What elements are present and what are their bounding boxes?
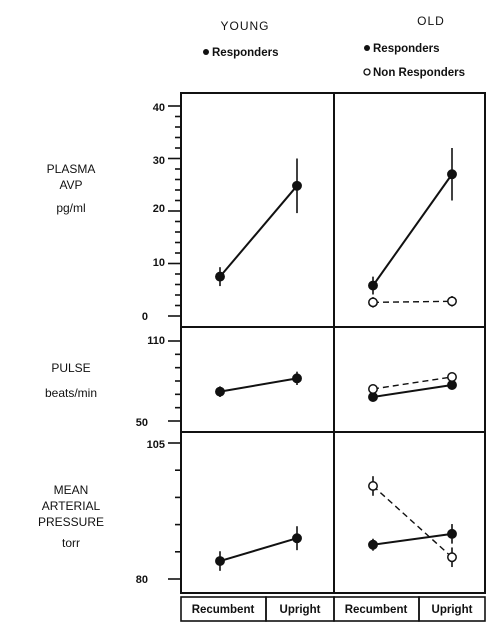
- column-header-old: OLD: [417, 14, 445, 28]
- tick-label: 50: [136, 417, 148, 429]
- plot-frame: [180, 92, 486, 594]
- data-point-open: [447, 372, 457, 382]
- ylabel-line: pg/ml: [56, 201, 85, 215]
- ylabel-line: torr: [62, 536, 80, 550]
- series-line-responders: [219, 185, 298, 278]
- data-point-open: [368, 297, 378, 308]
- tick-labels-avp: 0 10 20 30 40: [142, 102, 165, 323]
- legend-old: Responders Non Responders: [363, 43, 465, 79]
- tick-label: 10: [153, 257, 165, 269]
- series-line-non-responders: [372, 376, 453, 390]
- data-point-filled: [447, 528, 457, 539]
- data-point-filled: [215, 386, 225, 397]
- data-point-filled: [368, 280, 378, 291]
- data-point-filled: [292, 373, 302, 384]
- data-point-open: [368, 481, 378, 491]
- tick-label: 40: [153, 102, 165, 114]
- data-point-filled: [368, 392, 378, 402]
- legend-young: Responders: [203, 47, 278, 59]
- x-label-upright-young: Upright: [280, 604, 321, 616]
- data-point-open: [447, 552, 457, 563]
- data-point-filled: [215, 271, 225, 282]
- legend-label-responders-young: Responders: [212, 47, 278, 59]
- data-point-filled: [292, 180, 302, 191]
- tick-labels-pulse: 50 110: [136, 335, 165, 429]
- ylabel-plasma-avp: PLASMA AVP pg/ml: [47, 162, 96, 215]
- tick-label: 110: [147, 335, 165, 347]
- series-line-responders: [219, 377, 298, 393]
- data-point-filled: [292, 533, 302, 544]
- tick-label: 0: [142, 311, 148, 323]
- ylabel-line: ARTERIAL: [42, 499, 101, 513]
- axis-ticks: [168, 105, 181, 580]
- data-point-filled: [447, 380, 457, 390]
- data-point-filled: [368, 539, 378, 550]
- legend-label-responders-old: Responders: [373, 43, 439, 55]
- data-point-open: [368, 384, 378, 394]
- column-header-young: YOUNG: [220, 19, 269, 33]
- tick-label: 105: [147, 439, 165, 451]
- tick-label: 20: [153, 203, 165, 215]
- ylabel-line: AVP: [59, 178, 82, 192]
- tick-label: 30: [153, 155, 165, 167]
- series-line-non-responders: [372, 300, 453, 304]
- ylabel-line: PRESSURE: [38, 515, 104, 529]
- legend-marker-filled: [203, 49, 209, 55]
- legend-marker-open: [363, 68, 371, 76]
- legend-label-non-responders: Non Responders: [373, 67, 465, 79]
- series-line-responders: [219, 537, 298, 563]
- data-point-filled: [215, 556, 225, 566]
- ylabel-pulse: PULSE beats/min: [45, 361, 97, 400]
- data-point-open: [447, 296, 457, 307]
- ylabel-line: MEAN: [54, 483, 89, 497]
- x-box-upright-old: [418, 596, 486, 622]
- ylabel-line: PLASMA: [47, 162, 96, 176]
- data-marks: [215, 148, 457, 571]
- ylabel-line: beats/min: [45, 386, 97, 400]
- series-line-responders: [372, 173, 453, 287]
- series-line-responders: [372, 384, 453, 398]
- series-line-non-responders: [372, 485, 453, 558]
- x-label-upright-old: Upright: [432, 604, 473, 616]
- x-category-boxes: [180, 596, 486, 622]
- x-label-recumbent-young: Recumbent: [192, 604, 255, 616]
- ylabel-line: PULSE: [51, 361, 90, 375]
- series-line-responders: [372, 532, 453, 546]
- x-label-recumbent-old: Recumbent: [345, 604, 408, 616]
- tick-labels-map: 80 105: [136, 439, 165, 586]
- tick-label: 80: [136, 574, 148, 586]
- ylabel-mean-arterial-pressure: MEAN ARTERIAL PRESSURE torr: [38, 483, 104, 550]
- legend-marker-filled: [364, 45, 370, 51]
- data-point-filled: [447, 169, 457, 180]
